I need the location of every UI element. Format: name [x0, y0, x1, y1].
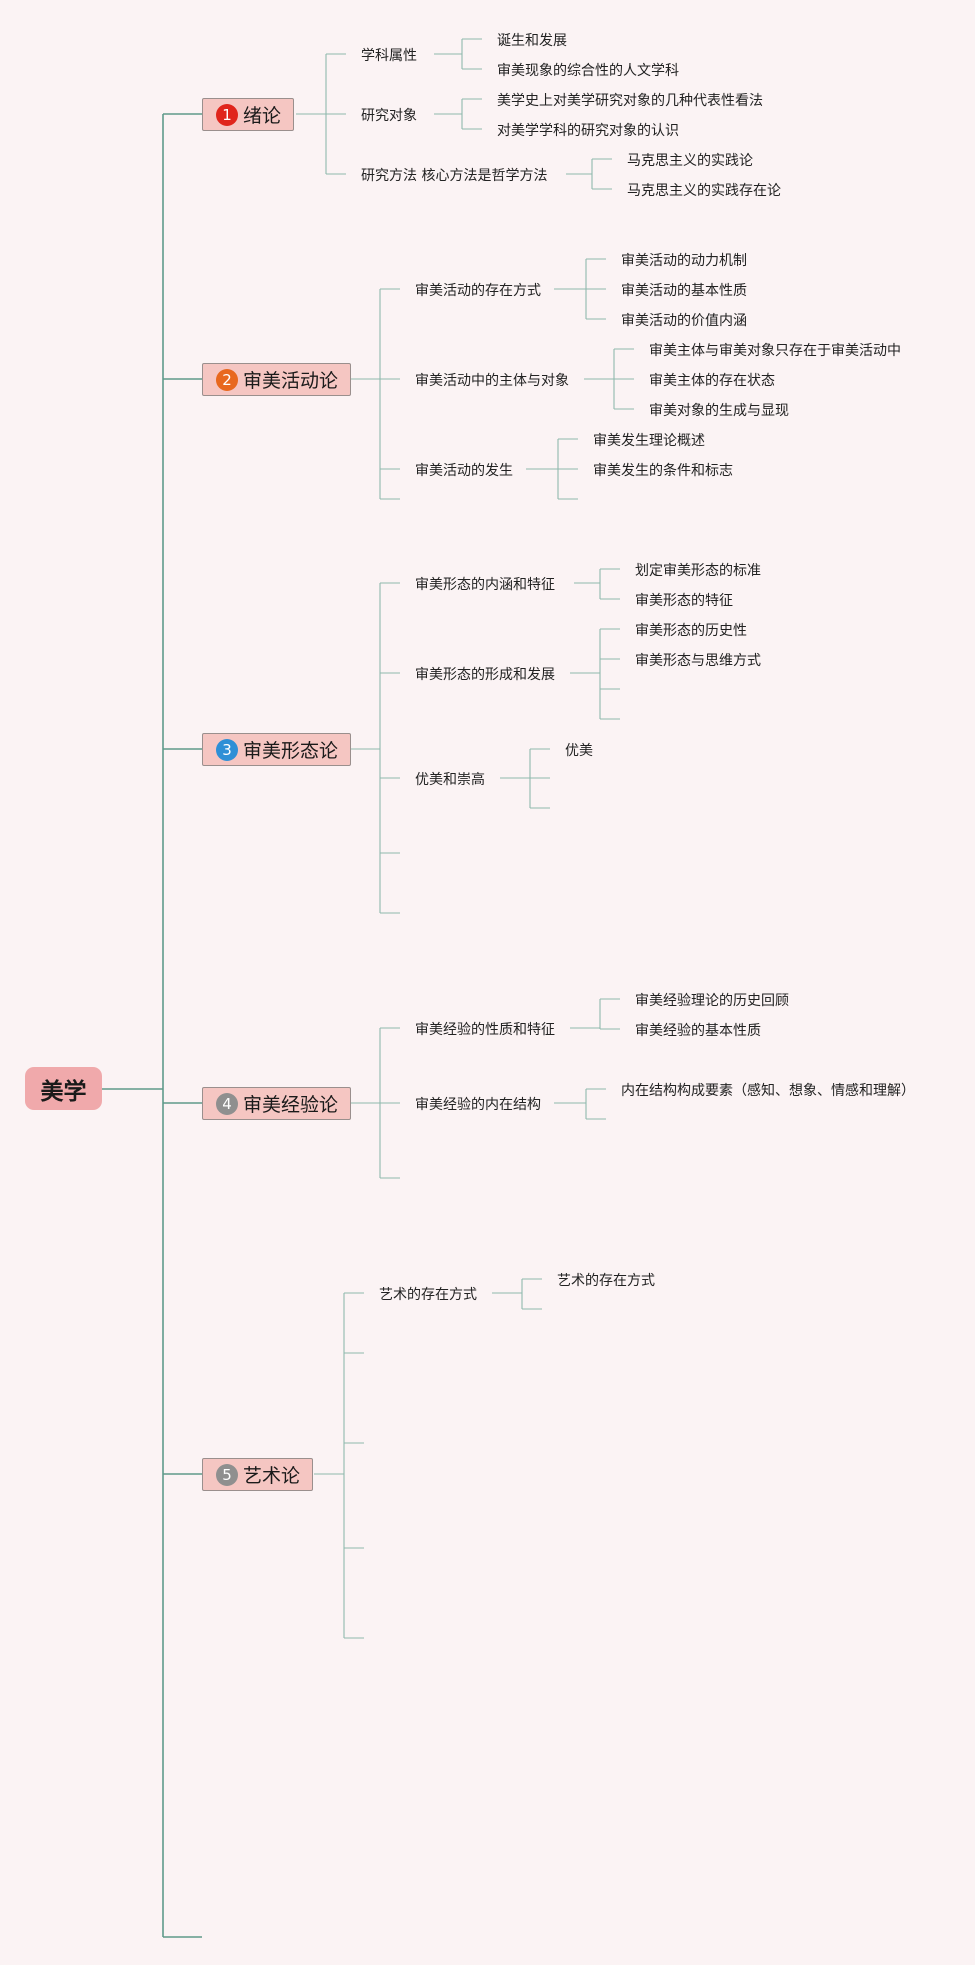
item-2-3-2[interactable]: 审美发生的条件和标志	[593, 463, 733, 479]
item-2-1-1[interactable]: 审美活动的动力机制	[621, 253, 747, 269]
item-3-2-2[interactable]: 审美形态与思维方式	[635, 653, 761, 669]
topic-5-1[interactable]: 艺术的存在方式	[379, 1287, 477, 1303]
chapter-3-node[interactable]: 3 审美形态论	[202, 733, 352, 766]
item-3-1-1[interactable]: 划定审美形态的标准	[635, 563, 761, 579]
root-label: 美学	[40, 1078, 87, 1105]
item-1-3-1[interactable]: 马克思主义的实践论	[627, 153, 753, 169]
item-3-1-2[interactable]: 审美形态的特征	[635, 593, 733, 609]
item-2-2-3[interactable]: 审美对象的生成与显现	[649, 403, 789, 419]
item-1-2-2[interactable]: 对美学学科的研究对象的认识	[497, 123, 679, 139]
topic-3-3[interactable]: 优美和崇高	[415, 772, 485, 788]
item-1-1-2[interactable]: 审美现象的综合性的人文学科	[497, 63, 679, 79]
topic-4-1[interactable]: 审美经验的性质和特征	[415, 1022, 555, 1038]
chapter-4-node[interactable]: 4 审美经验论	[202, 1087, 352, 1120]
topic-4-2[interactable]: 审美经验的内在结构	[415, 1097, 541, 1113]
topic-2-3[interactable]: 审美活动的发生	[415, 463, 513, 479]
chapter-2-number-badge: 2	[216, 368, 238, 391]
item-4-1-2[interactable]: 审美经验的基本性质	[635, 1023, 761, 1039]
item-2-1-2[interactable]: 审美活动的基本性质	[621, 283, 747, 299]
item-2-2-2[interactable]: 审美主体的存在状态	[649, 373, 775, 389]
chapter-3-label: 审美形态论	[243, 740, 339, 762]
chapter-5-node[interactable]: 5 艺术论	[202, 1458, 314, 1491]
item-1-1-1[interactable]: 诞生和发展	[497, 33, 567, 49]
chapter-5-label: 艺术论	[243, 1465, 301, 1487]
item-2-1-3[interactable]: 审美活动的价值内涵	[621, 313, 747, 329]
chapter-5-number-badge: 5	[216, 1463, 238, 1486]
item-4-2-1[interactable]: 内在结构构成要素（感知、想象、情感和理解）	[621, 1083, 915, 1099]
item-3-3-1[interactable]: 优美	[565, 743, 593, 759]
chapter-1-number-badge: 1	[216, 103, 238, 126]
topic-2-2[interactable]: 审美活动中的主体与对象	[415, 373, 569, 389]
item-3-2-1[interactable]: 审美形态的历史性	[635, 623, 747, 639]
topic-3-1[interactable]: 审美形态的内涵和特征	[415, 577, 555, 593]
item-5-1-1[interactable]: 艺术的存在方式	[557, 1273, 655, 1289]
chapter-4-number-badge: 4	[216, 1092, 238, 1115]
item-1-3-2[interactable]: 马克思主义的实践存在论	[627, 183, 781, 199]
chapter-2-node[interactable]: 2 审美活动论	[202, 363, 352, 396]
item-4-1-1[interactable]: 审美经验理论的历史回顾	[635, 993, 789, 1009]
chapter-3-number-badge: 3	[216, 738, 238, 761]
root-node[interactable]: 美学	[25, 1067, 102, 1110]
chapter-4-label: 审美经验论	[243, 1094, 339, 1116]
item-2-3-1[interactable]: 审美发生理论概述	[593, 433, 705, 449]
item-1-2-1[interactable]: 美学史上对美学研究对象的几种代表性看法	[497, 93, 763, 109]
topic-1-3[interactable]: 研究方法 核心方法是哲学方法	[361, 168, 548, 184]
topic-3-2[interactable]: 审美形态的形成和发展	[415, 667, 555, 683]
chapter-2-label: 审美活动论	[243, 370, 339, 392]
chapter-1-label: 绪论	[243, 105, 282, 127]
topic-1-2[interactable]: 研究对象	[361, 108, 417, 124]
item-2-2-1[interactable]: 审美主体与审美对象只存在于审美活动中	[649, 343, 901, 359]
chapter-1-node[interactable]: 1 绪论	[202, 98, 295, 131]
topic-1-1[interactable]: 学科属性	[361, 48, 417, 64]
topic-2-1[interactable]: 审美活动的存在方式	[415, 283, 541, 299]
